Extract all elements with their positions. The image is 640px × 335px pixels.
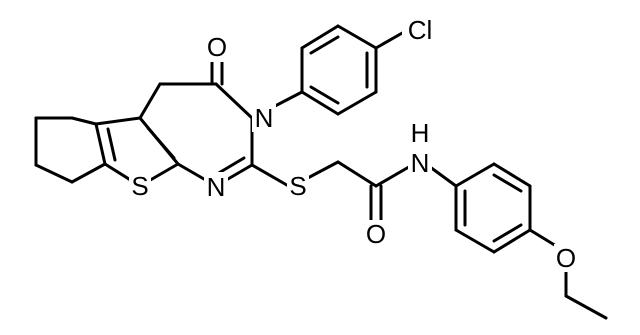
- bond: [564, 294, 608, 320]
- bond: [300, 24, 340, 50]
- svg-text:H: H: [411, 118, 430, 148]
- bond: [374, 162, 416, 188]
- svg-text:O: O: [366, 219, 386, 249]
- atom-o-amide: O: [364, 219, 388, 249]
- atom-o-ether: O: [554, 243, 578, 273]
- bond: [336, 90, 378, 116]
- bond: [250, 163, 294, 190]
- bond: [94, 122, 107, 166]
- bond: [336, 24, 378, 50]
- bond: [34, 163, 74, 184]
- atom-n3: N: [252, 103, 276, 133]
- bond: [336, 160, 378, 188]
- bond: [374, 30, 406, 50]
- bond: [146, 126, 176, 160]
- bond: [454, 228, 496, 254]
- atom-s-thioether: S: [287, 171, 309, 201]
- bond: [492, 162, 532, 188]
- bond: [300, 90, 340, 116]
- svg-text:N: N: [207, 172, 226, 202]
- bond: [70, 162, 107, 184]
- bond: [94, 116, 142, 126]
- bond: [492, 228, 532, 254]
- bond: [454, 162, 496, 188]
- bond: [309, 35, 340, 55]
- bond: [309, 85, 340, 105]
- bond: [70, 116, 98, 126]
- svg-text:Cl: Cl: [408, 15, 433, 45]
- svg-text:O: O: [556, 243, 576, 273]
- svg-text:O: O: [207, 32, 227, 62]
- atom-n1: N: [204, 172, 228, 202]
- bond: [492, 173, 523, 193]
- bond: [302, 160, 340, 182]
- svg-text:S: S: [289, 171, 306, 201]
- svg-text:N: N: [255, 103, 274, 133]
- bond: [214, 82, 254, 120]
- bond: [492, 223, 523, 243]
- atom-s-thiophene: S: [129, 171, 151, 201]
- svg-text:N: N: [411, 148, 430, 178]
- atom-nh: H N: [408, 118, 432, 178]
- atom-o-ketone: O: [206, 32, 230, 62]
- bond: [138, 82, 162, 120]
- atom-cl: Cl: [402, 14, 440, 45]
- bond: [106, 127, 117, 162]
- svg-text:S: S: [131, 171, 148, 201]
